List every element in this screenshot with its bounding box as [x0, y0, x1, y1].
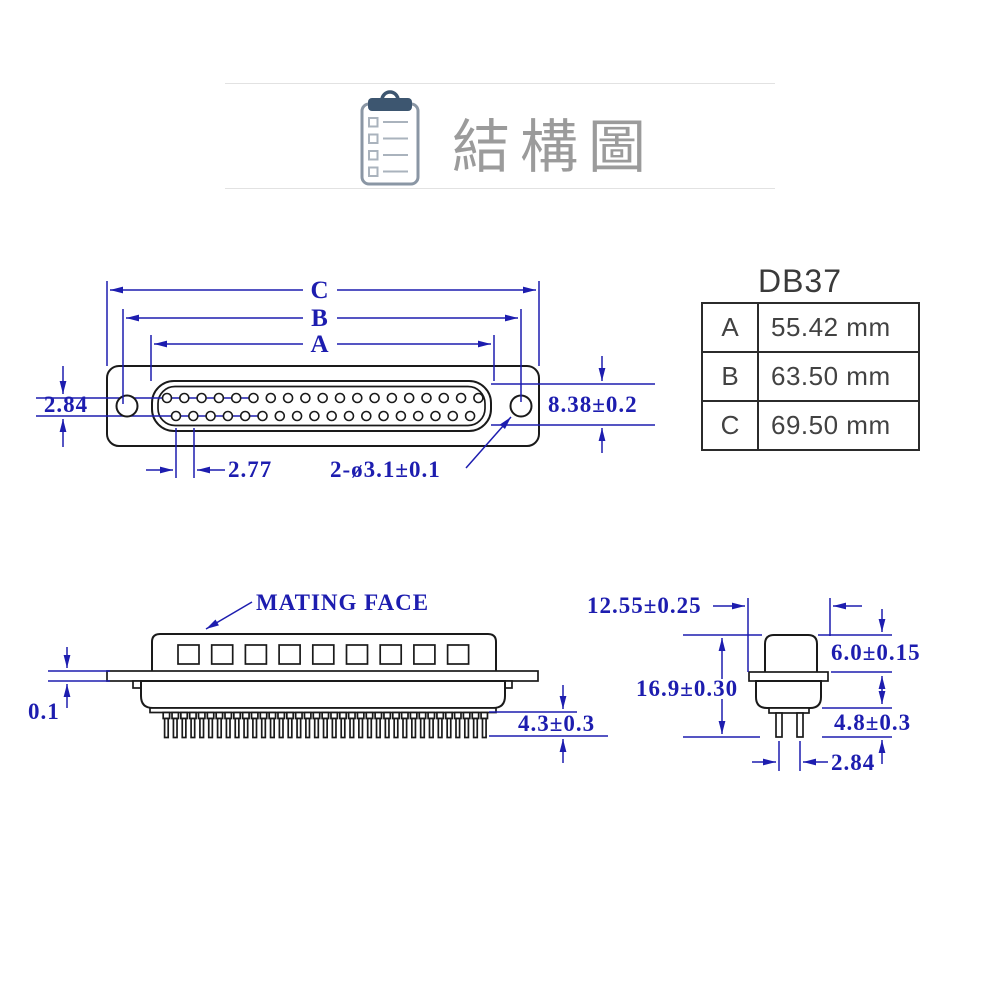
dim-flange-thickness: 0.1 [28, 699, 60, 724]
front-pins-top [161, 392, 484, 404]
table-row: B 63.50 mm [701, 351, 920, 402]
side-pin-shoulders [162, 711, 489, 720]
spec-table-title: DB37 [757, 263, 843, 299]
dim-b-label: B [311, 305, 329, 332]
row-key: A [701, 302, 759, 353]
dim-end-pin-length: 4.8±0.3 [834, 710, 911, 735]
dim-side-pin-length: 4.3±0.3 [518, 711, 595, 736]
dim-end-shell-height: 6.0±0.15 [831, 640, 921, 665]
front-view: C B A 2.84 8.38±0.2 2.77 2-ø3.1±0.1 [36, 277, 655, 482]
front-pins-bottom [170, 410, 476, 422]
side-view: MATING FACE 0.1 4.3±0.3 [28, 590, 608, 763]
row-value: 69.50 mm [757, 400, 920, 451]
side-holes [177, 644, 470, 665]
dim-total-height: 16.9±0.30 [636, 676, 738, 701]
divider-bottom [225, 188, 775, 189]
page-title: 結構圖 [452, 115, 657, 180]
spec-table: DB37 A 55.42 mm B 63.50 mm C 69.50 mm [701, 263, 920, 451]
mating-face-label: MATING FACE [256, 590, 429, 615]
dim-a-label: A [310, 331, 329, 358]
dim-end-pin-pitch: 2.84 [831, 750, 875, 775]
dim-c-label: C [310, 277, 329, 304]
row-key: C [701, 400, 759, 451]
clipboard-icon [360, 90, 420, 186]
dim-pin-pitch: 2.77 [228, 457, 272, 482]
divider-top [225, 83, 775, 84]
dim-row-spacing: 2.84 [44, 392, 88, 417]
row-value: 55.42 mm [757, 302, 920, 353]
side-pins [163, 717, 487, 739]
end-view: 12.55±0.25 16.9±0.30 6.0±0.15 4.8±0.3 2.… [587, 593, 921, 775]
dim-flange-depth: 12.55±0.25 [587, 593, 702, 618]
row-key: B [701, 351, 759, 402]
dim-shell-height: 8.38±0.2 [548, 392, 638, 417]
row-value: 63.50 mm [757, 351, 920, 402]
table-row: C 69.50 mm [701, 400, 920, 451]
table-row: A 55.42 mm [701, 302, 920, 353]
dim-mount-holes: 2-ø3.1±0.1 [330, 457, 441, 482]
